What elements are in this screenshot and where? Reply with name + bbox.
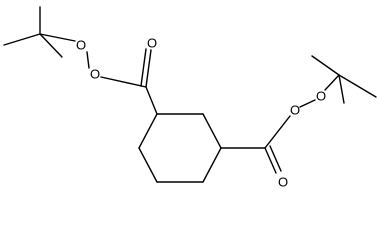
cyclohexane-ring <box>138 113 222 183</box>
bond <box>324 74 340 91</box>
bond <box>338 74 377 98</box>
oxygen-atom-label: O <box>90 67 100 82</box>
oxygen-atom-label: O <box>316 89 326 104</box>
oxygen-atom-label: O <box>76 38 86 53</box>
bond <box>140 48 147 87</box>
bond <box>269 145 282 172</box>
right-tert-butyl-group <box>311 55 377 104</box>
bond <box>3 33 41 46</box>
bond <box>299 99 316 108</box>
bond <box>100 76 147 88</box>
oxygen-atom-label: O <box>147 36 157 51</box>
molecule-structure: O O O O O O <box>3 6 377 190</box>
bond <box>138 113 158 149</box>
bond <box>39 33 63 58</box>
left-peroxyester-group <box>86 48 158 115</box>
bond <box>39 33 76 42</box>
bond <box>264 147 277 174</box>
bond <box>338 74 345 104</box>
left-tert-butyl-group <box>3 6 76 58</box>
bond <box>138 147 158 183</box>
bond <box>202 113 222 149</box>
oxygen-atom-label: O <box>290 103 300 118</box>
bond <box>264 115 291 149</box>
bond <box>145 49 152 88</box>
right-peroxyester-group <box>220 99 316 174</box>
bond <box>145 86 158 115</box>
structure-canvas: O O O O O O <box>3 6 377 190</box>
bond <box>311 55 340 76</box>
bond <box>202 147 222 183</box>
oxygen-atom-label: O <box>278 175 288 190</box>
bond <box>86 51 90 69</box>
